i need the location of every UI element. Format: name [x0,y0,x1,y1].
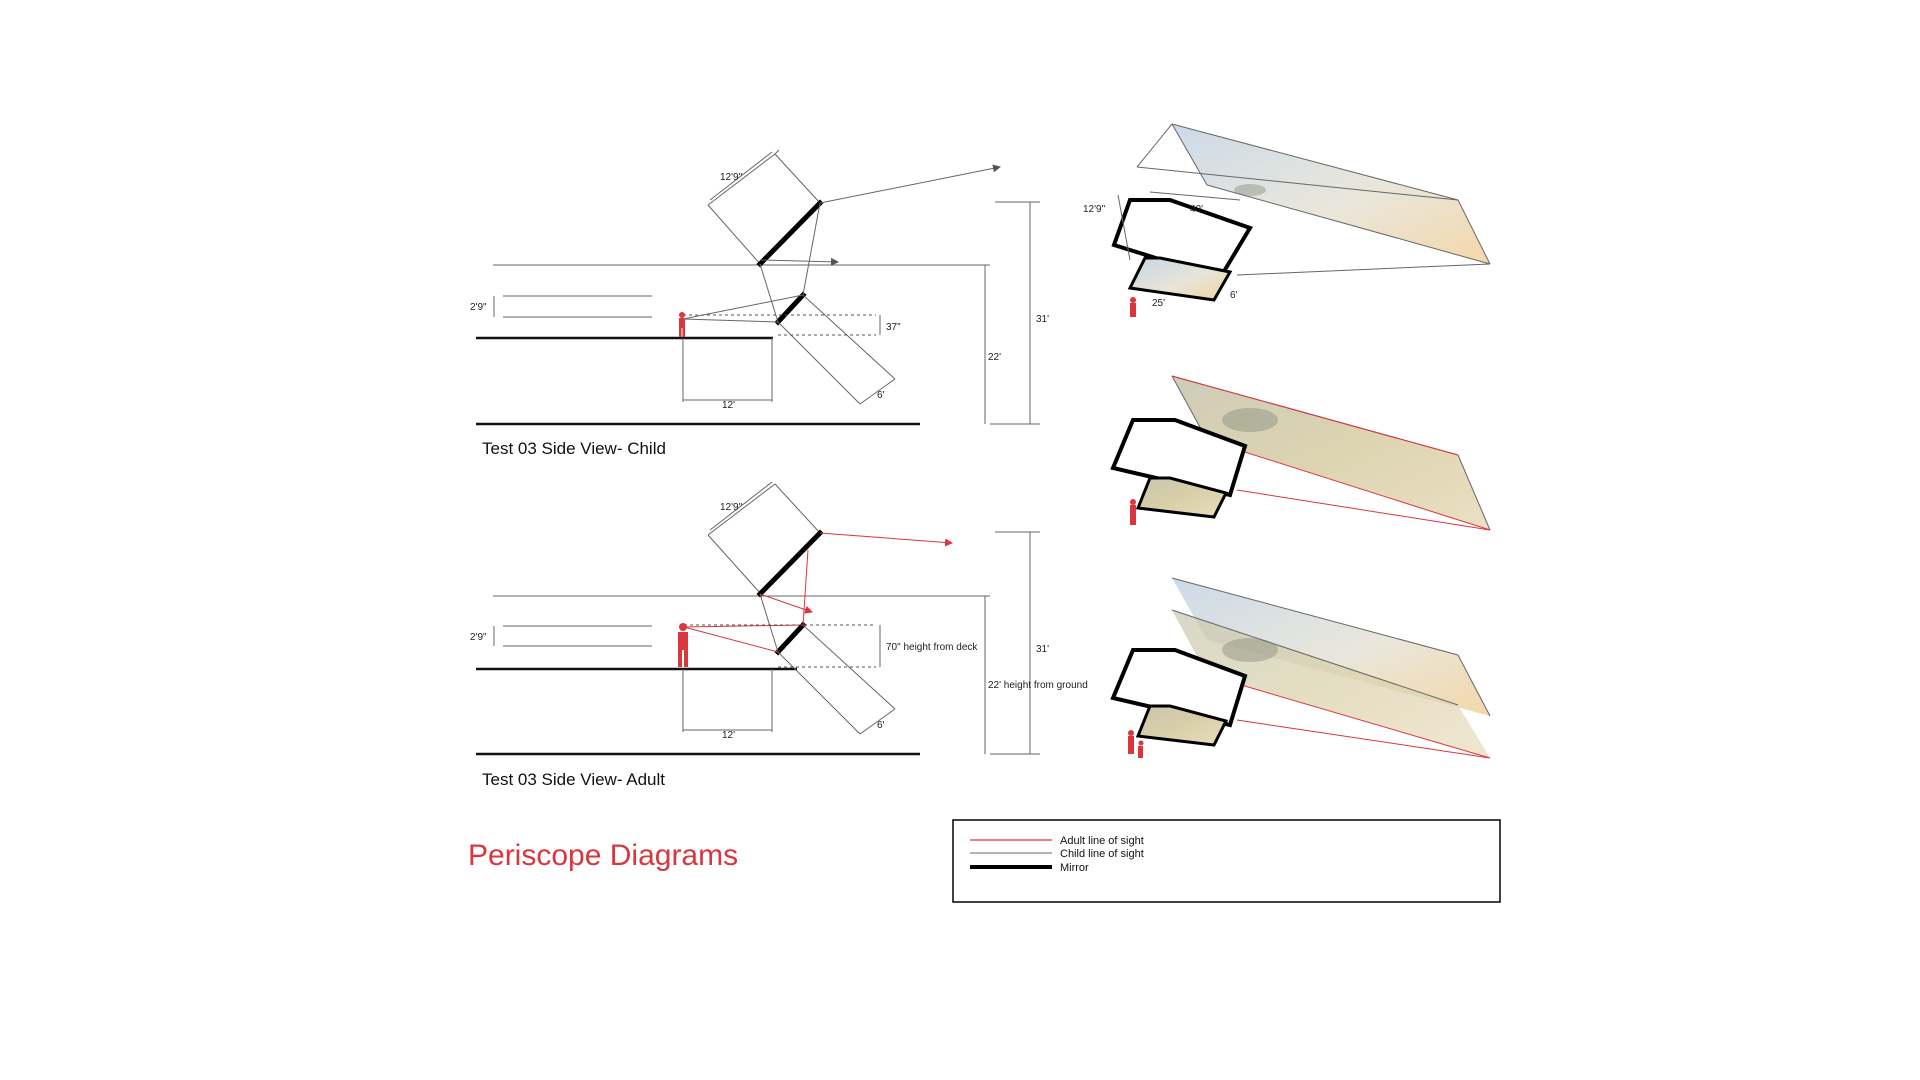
child-sight-line [682,318,779,323]
adult-side-view: 12'9" 2'9" 70" height from deck 12' 6' 2… [470,481,1088,789]
child-sight-line [802,202,821,296]
projected-view-panel [1172,578,1490,716]
lower-mirror-frame [1127,256,1233,302]
tree-shape [1222,408,1278,432]
mirror-link [759,593,779,653]
dim-total-height: 31' [1036,644,1049,655]
dim-horiz: 12' [722,400,735,411]
tick [774,149,780,155]
dim-deck-height: 22' height from ground [988,680,1088,691]
dim-total-height: 31' [1036,314,1049,325]
adult-figure-icon [678,623,688,667]
mirror-box-edge [707,534,762,595]
child-figure-icon [1130,297,1136,317]
lower-mirror-frame [1135,476,1229,519]
dim-diag: 6' [877,720,885,731]
mirror-box-edge [859,378,896,405]
dim-mirror-len: 12'9" [720,172,743,183]
hill-shape [1234,184,1266,196]
legend-box [952,819,1501,903]
adult-sight-line [683,626,779,653]
upper-mirror-frame [1111,198,1253,281]
dim-height: 12'9" [1083,204,1106,215]
child-side-view: 12'9" 2'9" 37" 12' 6' 22' 31' Test 03 Si… [470,149,1049,458]
upper-mirror [756,529,824,598]
dim-eye-band: 2'9" [470,632,487,643]
mirror-box-edge [859,708,896,735]
adult-sight-line [683,624,804,628]
dim-eye-band: 2'9" [470,302,487,313]
legend-label-child: Child line of sight [1060,848,1144,860]
adult-sight-line-out [819,532,953,547]
child-view-caption: Test 03 Side View- Child [482,439,666,458]
legend-label-adult: Adult line of sight [1060,835,1144,847]
mirror-box-edge [707,483,776,536]
dim-top-width: 40' [1190,204,1203,215]
upper-mirror-frame [1110,648,1248,728]
dim-depth: 6' [1230,290,1238,301]
adult-figure-icon [1128,730,1134,754]
child-figure-icon [679,312,685,337]
dim-deck-height: 22' [988,352,1001,363]
lower-mirror [774,291,807,326]
legend: Adult line of sight Child line of sight … [952,819,1501,903]
adult-sight-line [802,549,809,626]
perspective-view-adult [1110,375,1491,531]
mirror-box-edge [774,153,821,204]
dim-deck-drop: 70" height from deck [886,642,978,653]
dim-deck-drop: 37" [886,322,901,333]
mirror-box-edge [707,204,762,266]
adult-sight-line-out [759,593,813,614]
child-figure-icon [1138,740,1144,758]
lower-mirror-frame [1135,704,1229,747]
mirror-box-edge [777,321,861,405]
child-sight-line-out [819,164,1001,204]
tree-shape [1222,638,1278,662]
projected-view-panel [1172,124,1490,264]
dim-line [709,481,773,531]
mirror-box-edge [802,624,896,710]
child-sight-line-out [759,257,839,266]
child-sight-line [759,263,779,323]
diagram-title: Periscope Diagrams [468,839,738,872]
dim-line [709,151,773,201]
perspective-view-combined [1110,577,1491,759]
dim-bottom-width: 25' [1152,298,1165,309]
mirror-box-edge [774,483,821,534]
adult-figure-icon [1130,499,1136,525]
upper-mirror-frame [1110,418,1248,498]
legend-label-mirror: Mirror [1060,862,1089,874]
lower-mirror [774,621,807,656]
dim-diag: 6' [877,390,885,401]
mirror-box-edge [802,294,896,380]
adult-view-caption: Test 03 Side View- Adult [482,770,665,789]
dim-mirror-len: 12'9" [720,502,743,513]
perspective-view-child: 12'9" 40' 25' 6' [1083,123,1491,317]
mirror-box-edge [707,153,776,206]
upper-mirror [756,199,824,268]
dim-horiz: 12' [722,730,735,741]
mirror-box-edge [777,651,861,735]
